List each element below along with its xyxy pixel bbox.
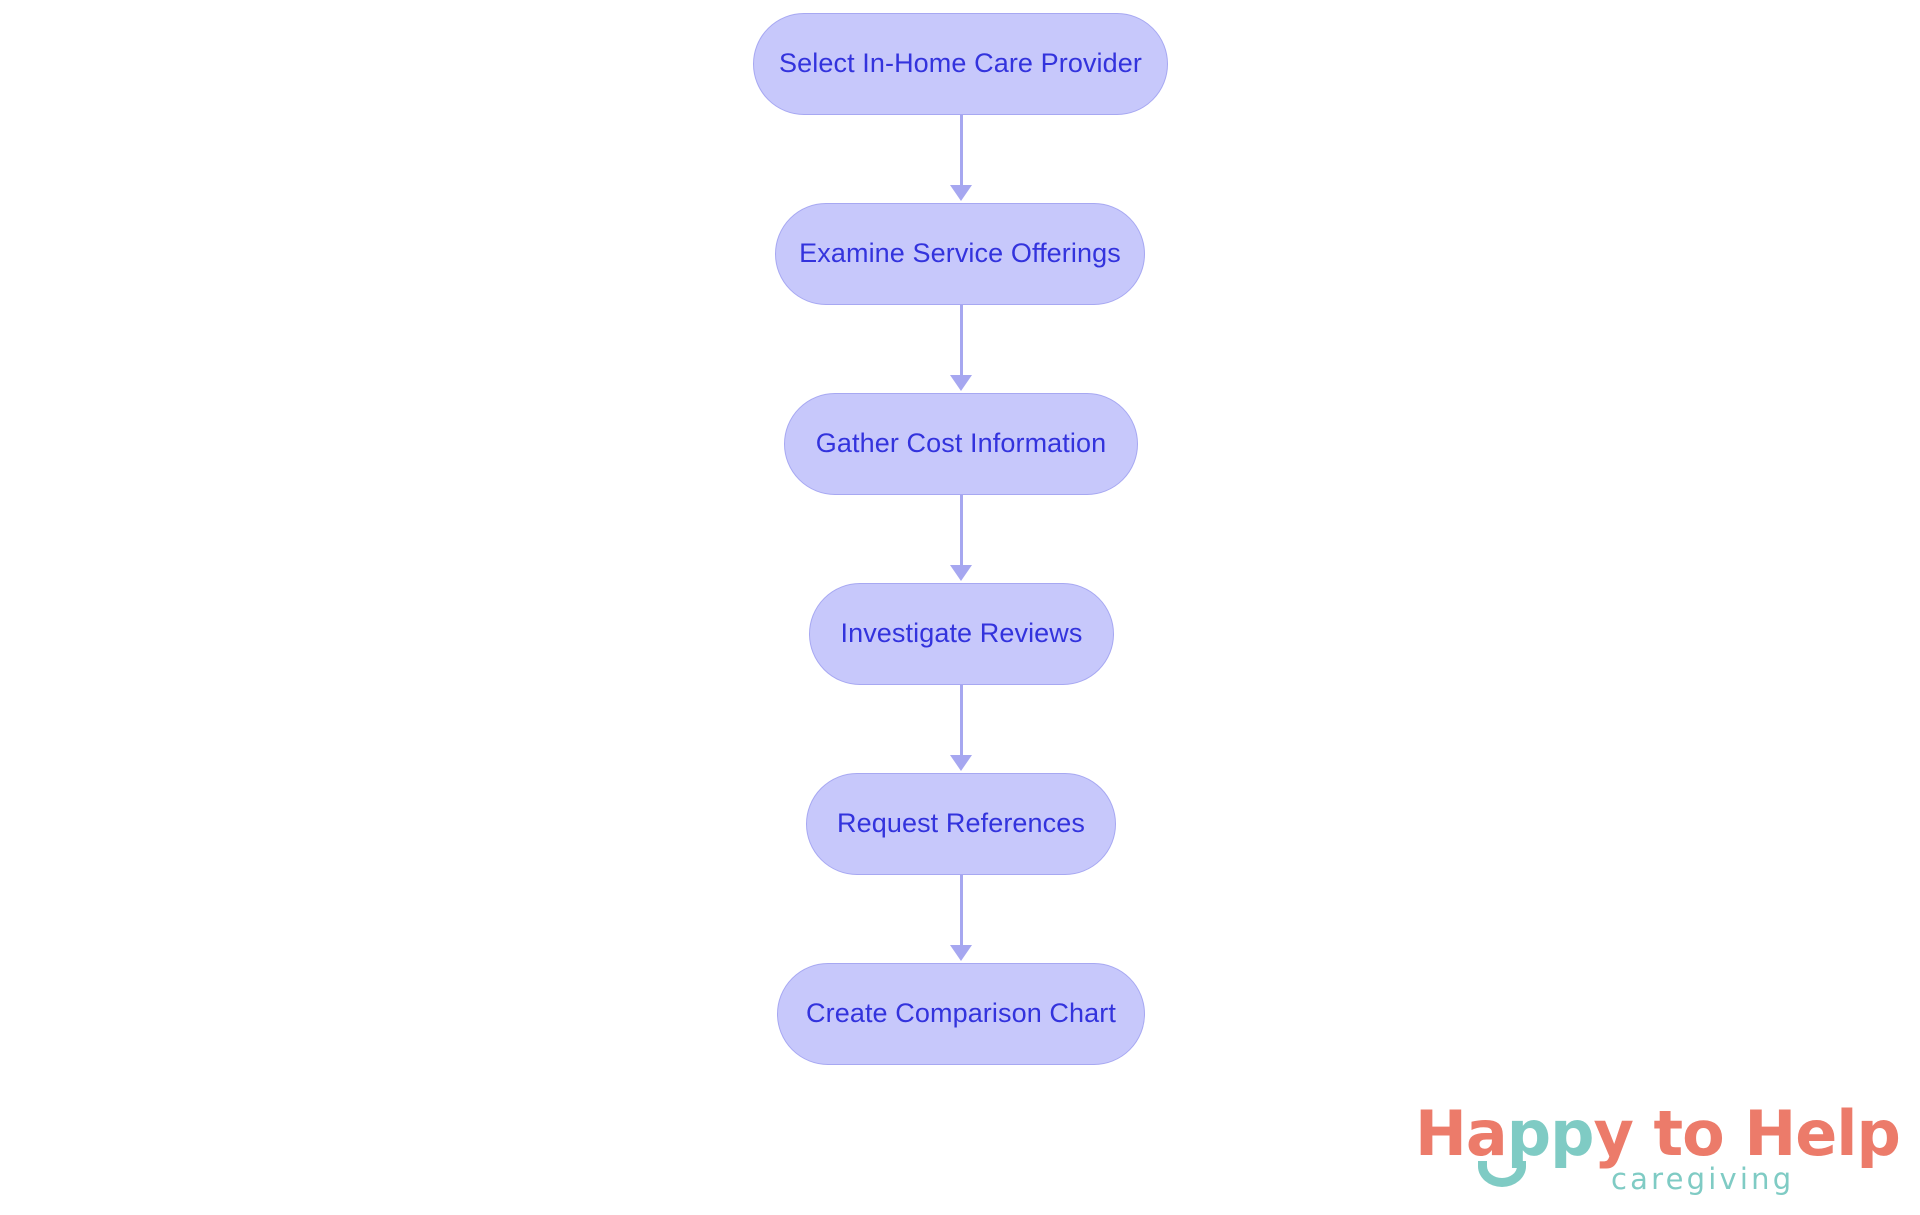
flow-node-label: Gather Cost Information: [815, 427, 1107, 458]
flow-arrowhead-4-5: [950, 755, 972, 771]
logo-word-part-1: Ha: [1415, 1097, 1508, 1170]
flow-connector-4-5: [960, 685, 963, 757]
flow-node-label: Select In-Home Care Provider: [779, 47, 1142, 78]
flow-node-investigate-reviews[interactable]: Investigate Reviews: [809, 583, 1114, 685]
logo-wordmark: Happy to Help: [1415, 1103, 1901, 1165]
flow-connector-5-6: [960, 875, 963, 947]
brand-logo: Happy to Help caregiving: [1415, 1103, 1901, 1215]
flow-arrowhead-3-4: [950, 565, 972, 581]
flow-node-label: Request References: [837, 807, 1085, 838]
flow-arrowhead-5-6: [950, 945, 972, 961]
logo-word-part-2: pp: [1506, 1097, 1595, 1170]
flow-node-examine-service-offerings[interactable]: Examine Service Offerings: [775, 203, 1145, 305]
flow-arrowhead-1-2: [950, 185, 972, 201]
smile-icon: [1478, 1161, 1526, 1187]
flow-node-label: Create Comparison Chart: [806, 997, 1116, 1028]
flow-node-create-comparison-chart[interactable]: Create Comparison Chart: [777, 963, 1145, 1065]
flow-node-label: Investigate Reviews: [840, 617, 1083, 648]
flow-node-select-in-home-care-provider[interactable]: Select In-Home Care Provider: [753, 13, 1168, 115]
flow-connector-2-3: [960, 305, 963, 377]
flow-node-request-references[interactable]: Request References: [806, 773, 1116, 875]
logo-tagline: caregiving: [1611, 1162, 1795, 1196]
flow-connector-1-2: [960, 115, 963, 187]
flow-node-label: Examine Service Offerings: [799, 237, 1121, 268]
flow-connector-3-4: [960, 495, 963, 567]
logo-word-part-3: y to Help: [1593, 1097, 1901, 1170]
flow-node-gather-cost-information[interactable]: Gather Cost Information: [784, 393, 1138, 495]
flow-arrowhead-2-3: [950, 375, 972, 391]
